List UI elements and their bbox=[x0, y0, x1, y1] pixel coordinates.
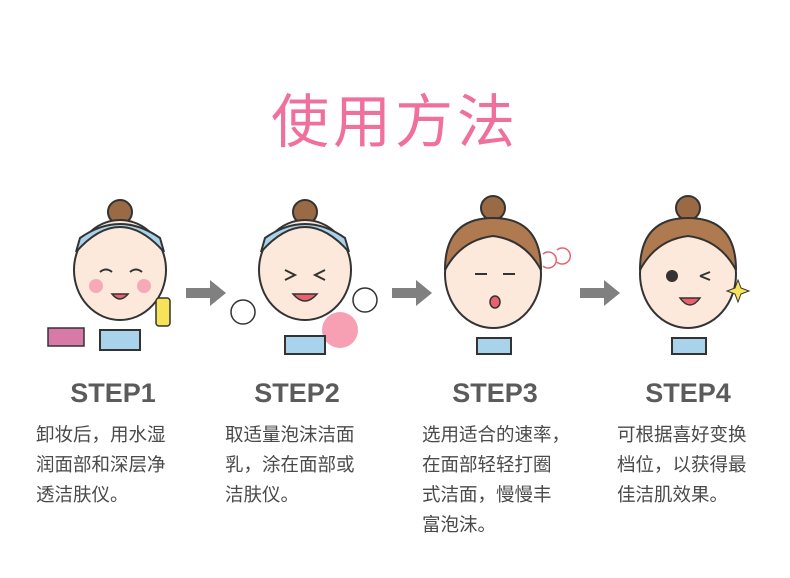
arrow-right-icon bbox=[392, 280, 432, 306]
text-line: 档位，以获得最 bbox=[617, 455, 747, 476]
text-line: 在面部轻轻打圈 bbox=[422, 455, 552, 476]
step-2-label: STEP2 bbox=[254, 378, 340, 408]
step-1-description: 卸妆后，用水湿 润面部和深层净 透洁肤仪。 bbox=[36, 421, 201, 511]
text-line: 富泡沫。 bbox=[422, 515, 497, 536]
step-4-label: STEP4 bbox=[645, 378, 731, 408]
text-line: 取适量泡沫洁面 bbox=[225, 425, 355, 446]
page-title: 使用方法 bbox=[270, 88, 519, 156]
step-4-description: 可根据喜好变换 档位，以获得最 佳洁肌效果。 bbox=[617, 421, 782, 511]
step-2-description: 取适量泡沫洁面 乳，涂在面部或 洁肤仪。 bbox=[225, 421, 390, 511]
text-line: 可根据喜好变换 bbox=[617, 425, 747, 446]
text-line: 卸妆后，用水湿 bbox=[36, 425, 166, 446]
woman-applying-foam-illustration bbox=[230, 199, 378, 355]
step-1-label: STEP1 bbox=[70, 378, 156, 408]
text-line: 乳，涂在面部或 bbox=[225, 455, 355, 476]
arrow-right-icon bbox=[580, 280, 620, 306]
woman-massaging-face-illustration bbox=[444, 195, 572, 355]
text-line: 佳洁肌效果。 bbox=[617, 485, 729, 506]
step-3-description: 选用适合的速率， 在面部轻轻打圈 式洁面，慢慢丰 富泡沫。 bbox=[422, 421, 597, 541]
woman-winking-sparkle-illustration bbox=[639, 195, 751, 355]
text-line: 选用适合的速率， bbox=[422, 425, 571, 446]
text-line: 润面部和深层净 bbox=[36, 455, 166, 476]
step-3-label: STEP3 bbox=[452, 378, 538, 408]
woman-with-headband-lotion-illustration bbox=[47, 199, 171, 351]
arrow-right-icon bbox=[186, 280, 226, 306]
text-line: 透洁肤仪。 bbox=[36, 485, 129, 506]
text-line: 式洁面，慢慢丰 bbox=[422, 485, 552, 506]
text-line: 洁肤仪。 bbox=[225, 485, 300, 506]
